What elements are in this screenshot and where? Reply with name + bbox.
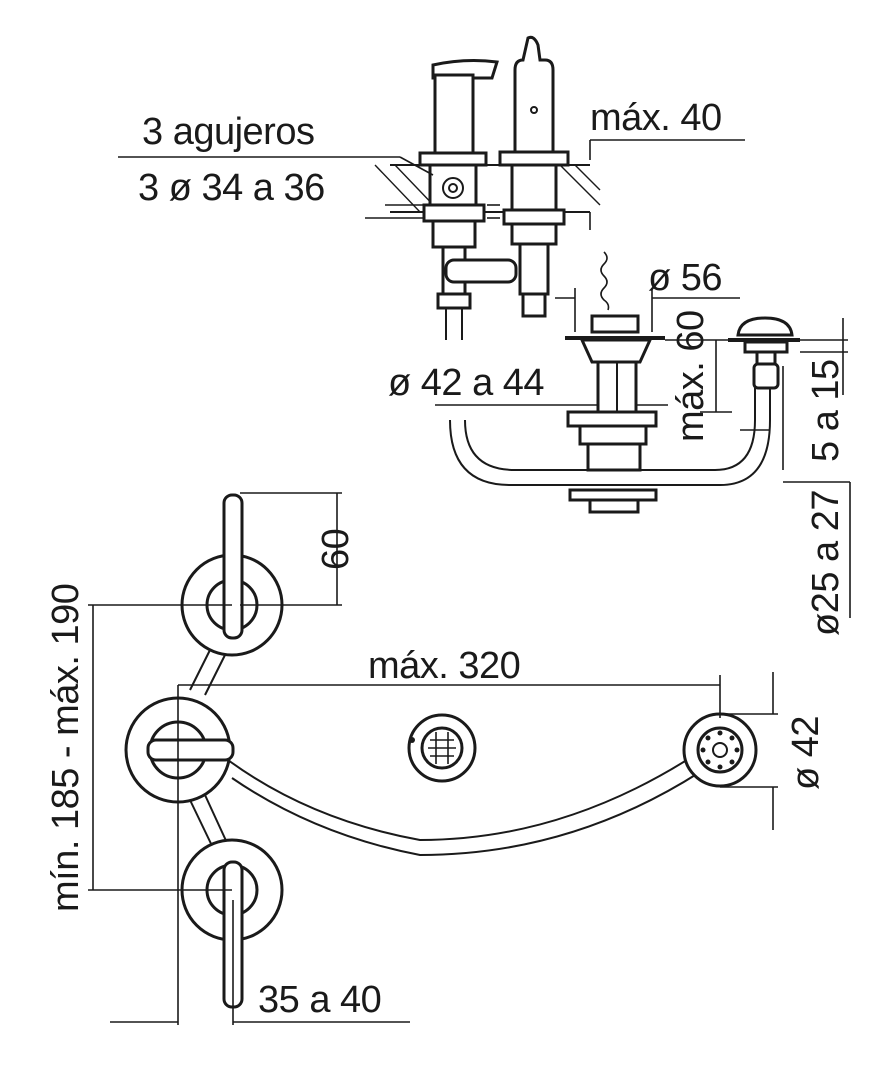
- label-spout-diameter: ø 42: [785, 716, 827, 790]
- label-handle-height: 60: [315, 529, 357, 570]
- label-drain-diameter: ø 56: [648, 257, 722, 299]
- deck-section-view: [374, 35, 601, 340]
- label-max-60: máx. 60: [670, 310, 712, 442]
- dimension-lines: [88, 139, 851, 1025]
- label-max-width: máx. 320: [368, 645, 520, 687]
- plan-view: [124, 493, 758, 1009]
- label-max-deck: máx. 40: [590, 97, 722, 139]
- label-holes-count: 3 agujeros: [142, 111, 314, 153]
- label-offset: 35 a 40: [258, 979, 381, 1021]
- drain-assembly: [449, 251, 800, 514]
- label-holes-diameter: 3 ø 34 a 36: [138, 167, 325, 209]
- label-range-5-15: 5 a 15: [805, 359, 847, 462]
- label-spacing-vertical: mín. 185 - máx. 190: [45, 584, 87, 912]
- label-drain-hole: ø 42 a 44: [388, 362, 544, 404]
- label-hose-diameter: ø25 a 27: [805, 490, 847, 636]
